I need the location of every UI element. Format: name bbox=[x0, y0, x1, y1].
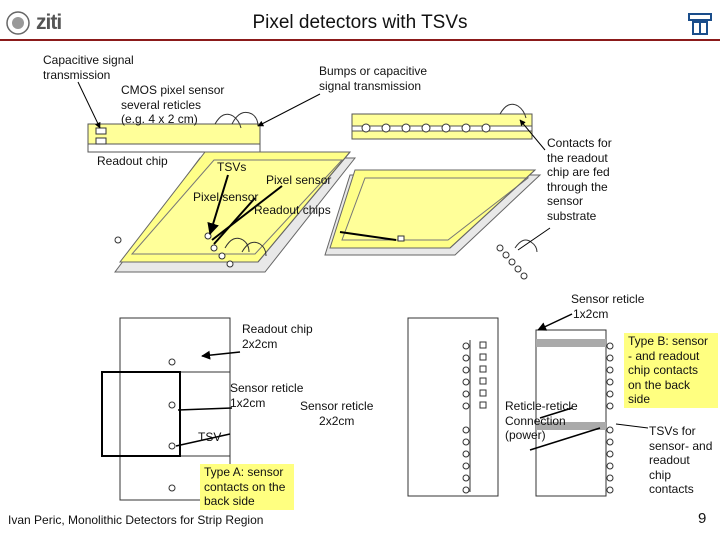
slide-title: Pixel detectors with TSVs bbox=[252, 12, 468, 33]
university-seal-icon bbox=[6, 11, 30, 35]
footer-author: Ivan Peric, Monolithic Detectors for Str… bbox=[8, 513, 264, 527]
header-divider bbox=[0, 39, 720, 41]
type-a-layout bbox=[101, 317, 231, 501]
type-b-layout bbox=[407, 317, 607, 497]
ziti-logo: ziti bbox=[36, 11, 62, 34]
label-readout-chip: Readout chip bbox=[97, 154, 168, 168]
label-tsv: TSV bbox=[198, 430, 222, 444]
right-logo-icon bbox=[688, 13, 712, 35]
label-pixel-sensor-1: Pixel sensor bbox=[266, 173, 332, 187]
label-pixel-sensor-2: Pixel sensor bbox=[193, 190, 259, 204]
flat-stack-left bbox=[87, 111, 261, 153]
page-number: 9 bbox=[698, 510, 707, 527]
label-tsvs: TSVs bbox=[217, 160, 247, 174]
perspective-stack-left bbox=[114, 151, 357, 273]
label-readout-chips: Readout chips bbox=[254, 203, 331, 217]
flat-stack-right bbox=[351, 103, 533, 140]
perspective-stack-right bbox=[324, 169, 542, 280]
